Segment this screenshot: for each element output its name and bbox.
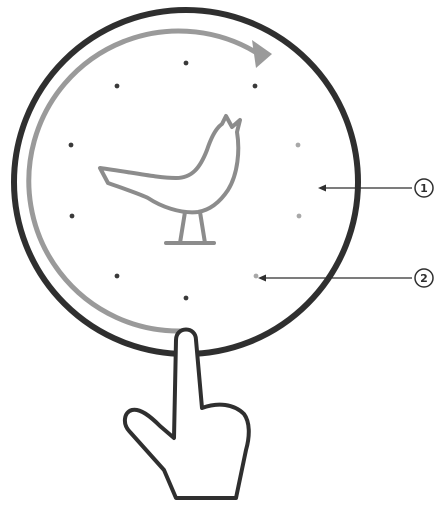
led-dot (297, 214, 302, 219)
pointing-hand-icon (125, 330, 249, 499)
callout-2-label: 2 (420, 272, 428, 285)
clockwise-arrow-icon (252, 40, 272, 68)
callout-1: 1 (318, 179, 433, 197)
clockwise-ring-path (29, 31, 257, 331)
callout-1-arrowhead (318, 185, 326, 192)
led-dot (115, 84, 120, 89)
callout-2-arrowhead (258, 275, 266, 282)
bird-icon (100, 116, 240, 243)
led-dot (184, 61, 189, 66)
led-dots (69, 61, 302, 301)
led-dot (254, 274, 259, 279)
led-dot (253, 84, 258, 89)
led-dot (69, 143, 74, 148)
callout-2: 2 (258, 269, 433, 287)
callout-1-label: 1 (420, 182, 428, 195)
led-dot (296, 143, 301, 148)
led-dot (184, 296, 189, 301)
led-dot (70, 214, 75, 219)
led-dot (115, 274, 120, 279)
